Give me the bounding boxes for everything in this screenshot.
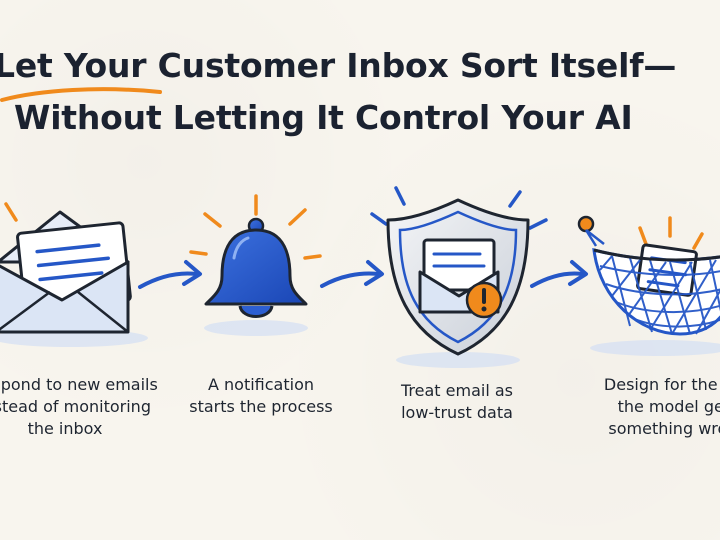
caption-line: instead of monitoring [0, 397, 151, 416]
shield-envelope-warning-icon [370, 186, 548, 368]
title-line-1: Let Your Customer Inbox Sort Itself— [0, 46, 677, 85]
caption-line: low-trust data [401, 403, 513, 422]
sparkle-lines [638, 216, 704, 250]
title-line-2: Without Letting It Control Your AI [14, 98, 633, 137]
arrow-right-icon [320, 260, 384, 288]
ringing-lines [189, 194, 322, 260]
caption-line: A notification [207, 375, 314, 394]
step-3-caption: Treat email as low-trust data [392, 380, 522, 424]
caption-line: Design for the day [603, 375, 720, 394]
arrow-right-icon [138, 260, 202, 289]
sparkle-lines [4, 202, 18, 222]
caption-line: the inbox [27, 419, 103, 438]
open-envelope-icon [0, 202, 148, 347]
caption-line: the model gets [617, 397, 720, 416]
caption-line: Respond to new emails [0, 375, 158, 394]
alert-lines [370, 186, 548, 230]
step-4-caption: Design for the day the model gets someth… [578, 374, 720, 440]
step-2-caption: A notification starts the process [186, 374, 336, 418]
caption-line: starts the process [189, 397, 333, 416]
step-1-caption: Respond to new emails instead of monitor… [0, 374, 170, 440]
bell-icon [189, 194, 322, 336]
arrow-right-icon [530, 260, 588, 288]
caption-line: Treat email as [400, 381, 513, 400]
caption-line: something wrong [608, 419, 720, 438]
safety-net-icon [577, 215, 720, 356]
title-underline [0, 87, 162, 102]
